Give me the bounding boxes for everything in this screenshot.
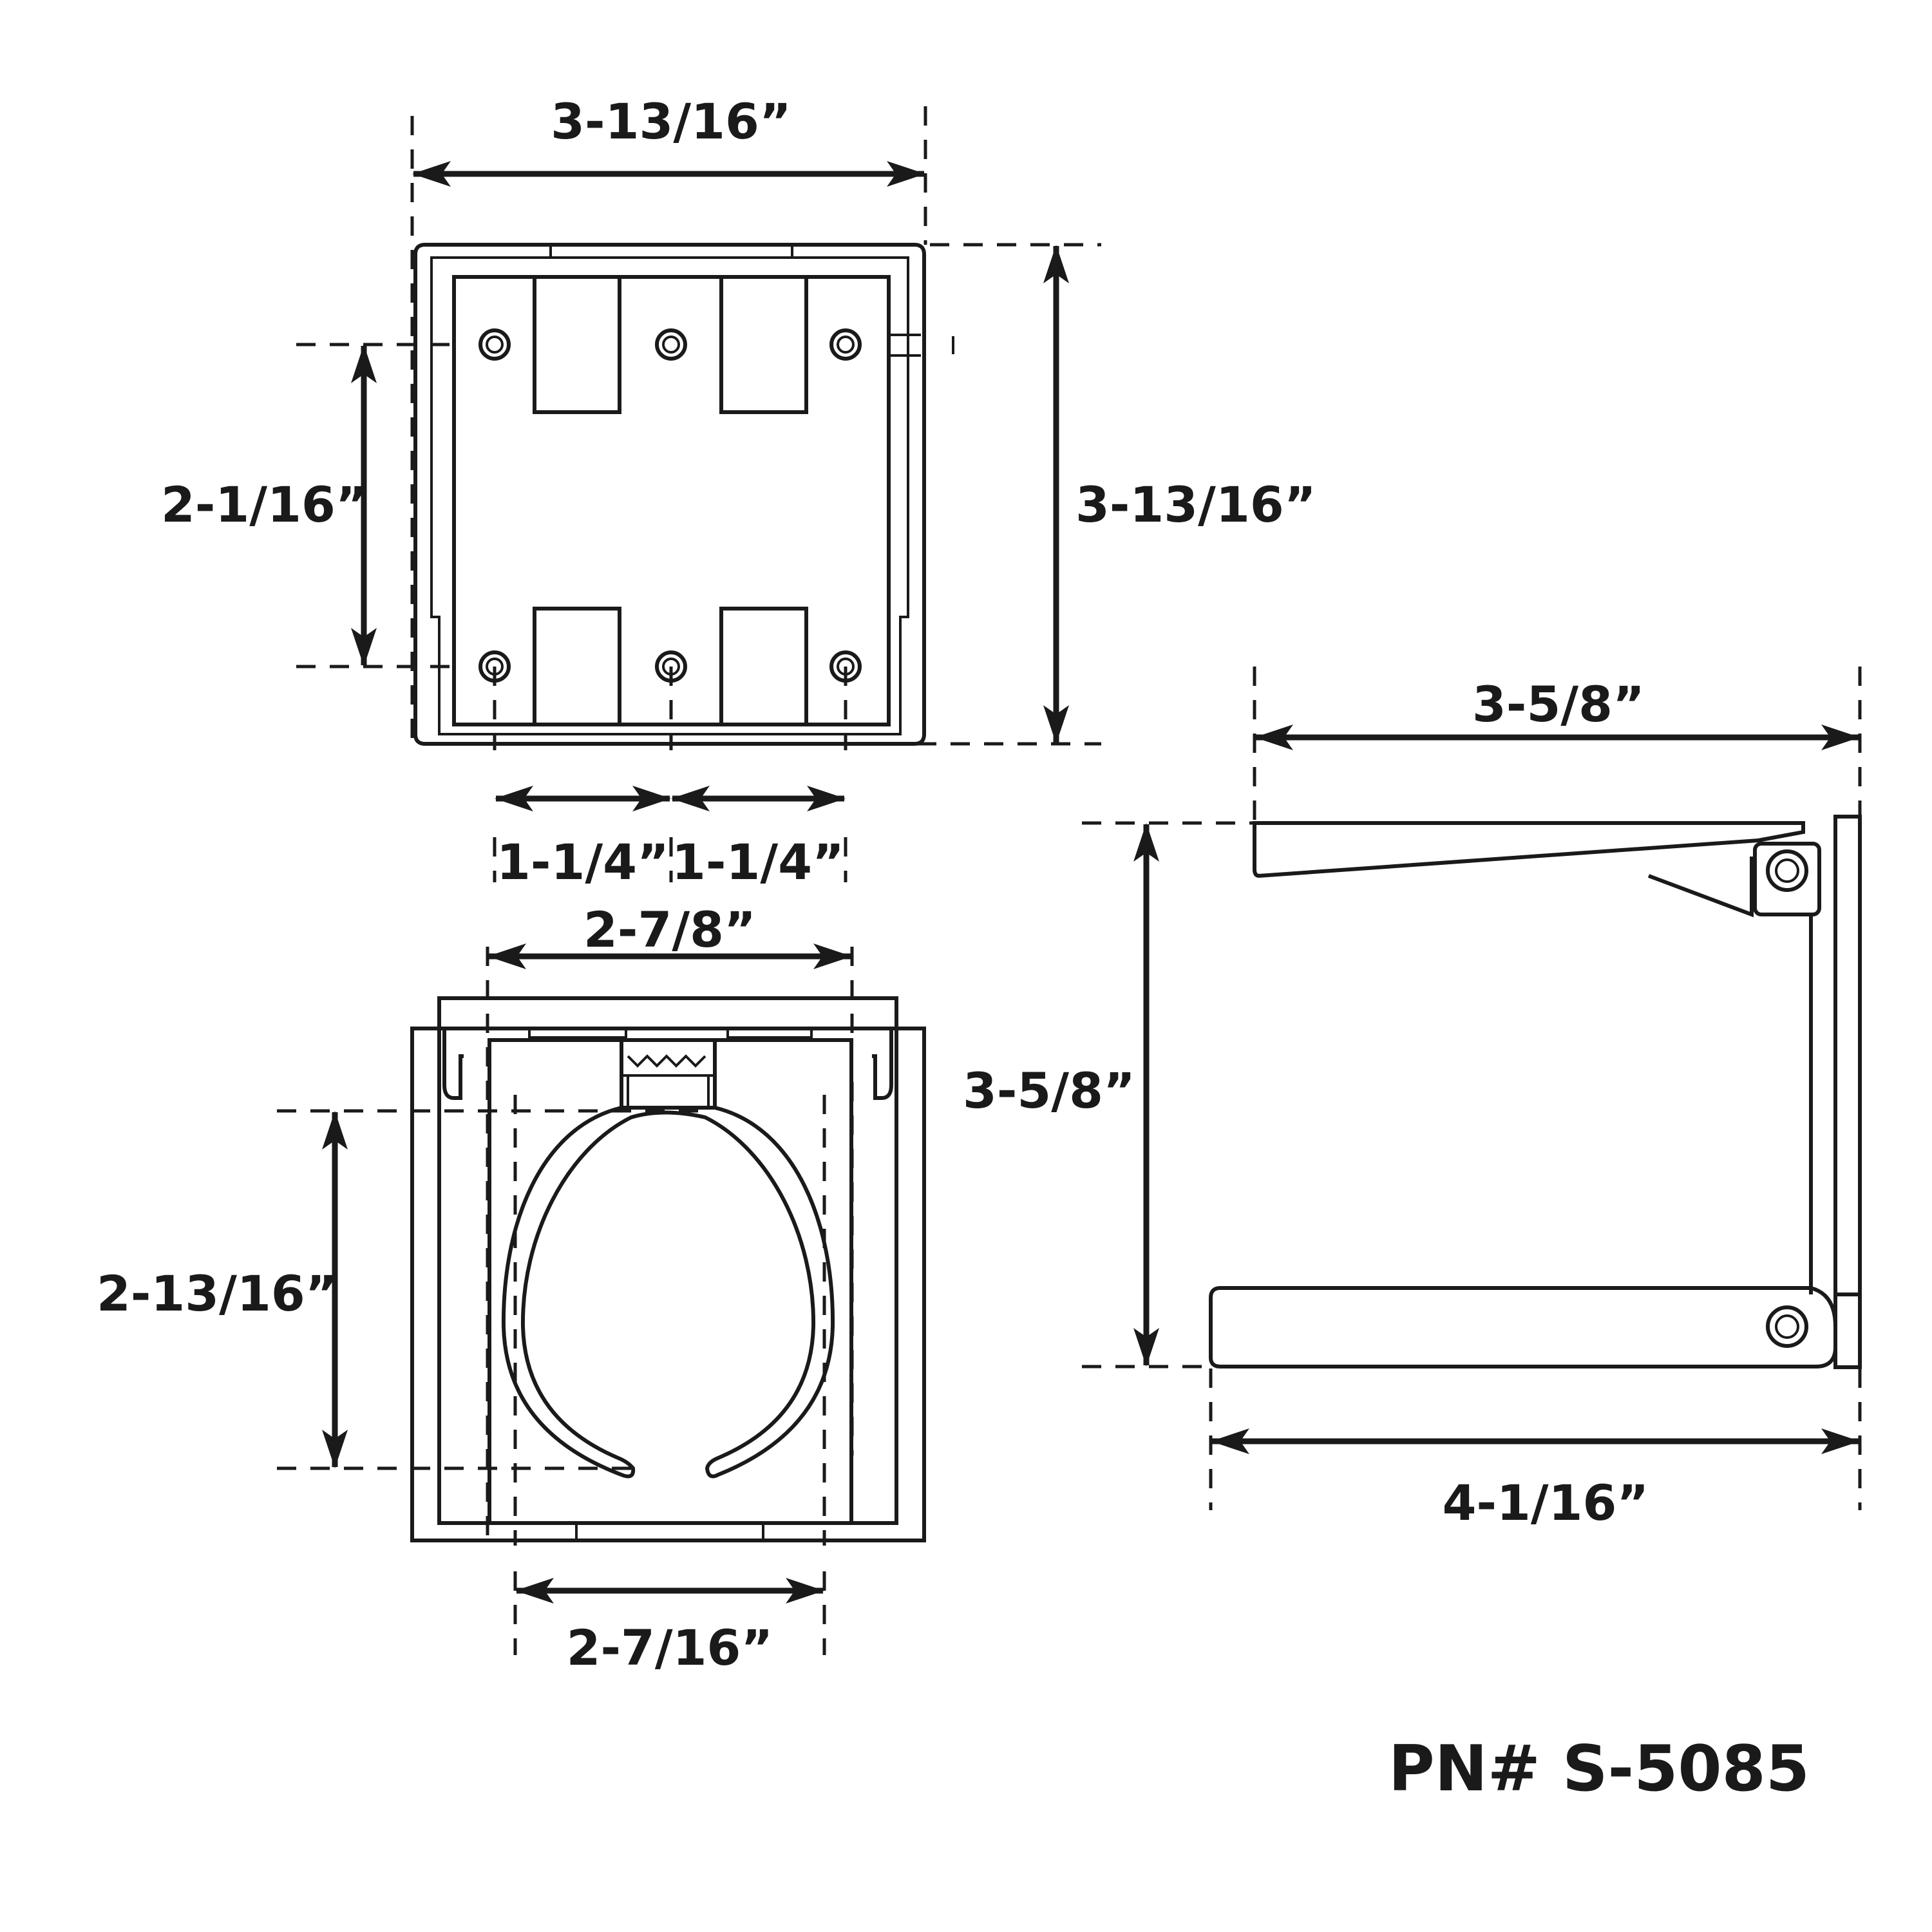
top-view: 3-13/16” 3-13/16” 2-1/16” 1-1/4” 1-1/4” <box>161 93 1316 891</box>
holding-ring <box>501 1106 835 1479</box>
label-ring-height: 2-13/16” <box>97 1265 337 1322</box>
side-view-lower-hinge <box>1766 1305 1808 1348</box>
label-top-width: 3-13/16” <box>551 93 791 150</box>
label-ring-opening: 2-7/16” <box>567 1619 773 1676</box>
screw-holes <box>478 328 862 683</box>
side-view-upper-hinge <box>1753 842 1821 916</box>
clamp-teeth <box>620 1038 717 1110</box>
top-slot-upper-left <box>533 275 621 414</box>
side-view-wall-plate <box>1833 815 1862 1369</box>
part-number: PN# S-5085 <box>1388 1732 1810 1806</box>
top-slot-upper-right <box>719 275 808 414</box>
side-view: 3-5/8” 3-5/8” 4-1/16” <box>963 667 1862 1531</box>
top-slot-lower-left <box>533 607 621 726</box>
front-view: 2-7/8” 2-13/16” 2-7/16” <box>97 901 926 1676</box>
top-slot-lower-right <box>719 607 808 726</box>
label-top-height: 3-13/16” <box>1075 476 1316 533</box>
label-hole-vertical: 2-1/16” <box>161 476 368 533</box>
top-view-outer-outline <box>413 243 926 746</box>
label-hole-right: 1-1/4” <box>672 833 844 891</box>
side-view-upper-arm <box>1253 821 1805 878</box>
label-arm-height: 3-5/8” <box>963 1062 1135 1119</box>
label-overall-depth: 4-1/16” <box>1443 1474 1649 1531</box>
label-arm-depth: 3-5/8” <box>1472 676 1645 733</box>
side-view-lower-arm <box>1209 1286 1837 1368</box>
top-view-inner-rim <box>430 256 909 735</box>
label-holder-width: 2-7/8” <box>583 901 756 958</box>
top-view-plate <box>452 275 891 726</box>
label-hole-left: 1-1/4” <box>497 833 669 891</box>
